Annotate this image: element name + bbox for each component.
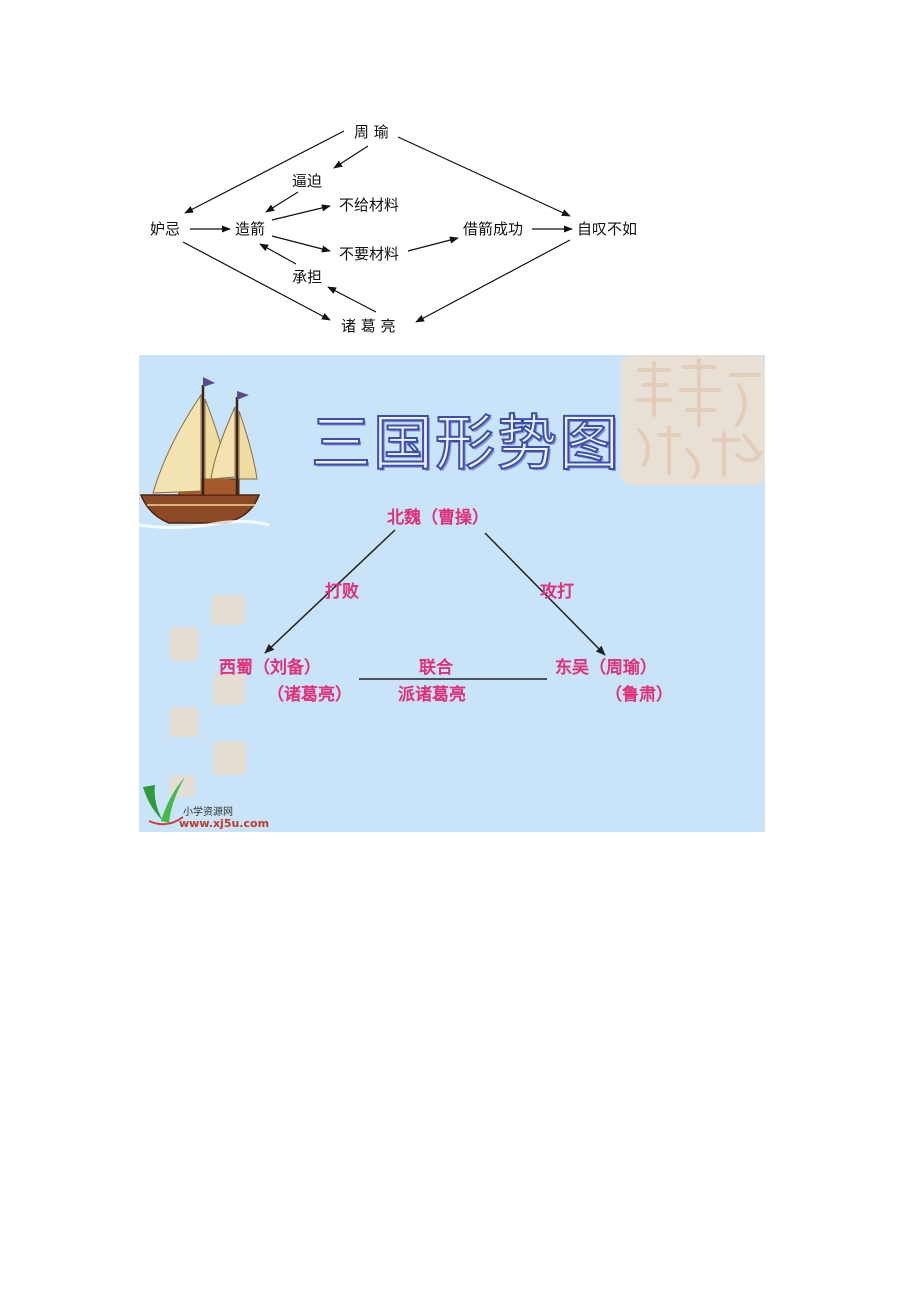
node-cheng-dan: 承担 <box>292 268 322 286</box>
three-kingdoms-slide: 三国形势图 北魏（曹操） 打败 攻打 西蜀（刘备） （诸葛亮） 联合 派诸葛亮 … <box>139 355 765 832</box>
site-name: 小学资源网 <box>183 807 233 818</box>
site-logo-icon <box>143 777 185 826</box>
node-bu-yao-cai-liao: 不要材料 <box>339 245 399 263</box>
slide-artwork <box>139 355 765 826</box>
arrow-beiwei-to-xishu <box>264 529 396 654</box>
slide-title: 三国形势图 <box>310 408 621 480</box>
arrow-zaojian-to-buyao <box>271 235 331 253</box>
arrow-zhouyu-to-bipo <box>333 145 369 169</box>
seal-stamp-decoration <box>621 355 765 485</box>
label-xi-shu-sub: （诸葛亮） <box>267 685 352 705</box>
node-bu-gei-cai-liao: 不给材料 <box>339 196 399 214</box>
arrow-zhouyu-to-zitan <box>397 136 571 217</box>
arrow-chengdan-to-zaojian <box>259 243 297 265</box>
node-du-ji: 妒忌 <box>150 220 180 238</box>
label-gong-da: 攻打 <box>540 582 574 602</box>
node-zhu-ge-liang: 诸 葛 亮 <box>341 317 396 335</box>
label-pai-zhu-ge-liang: 派诸葛亮 <box>398 685 466 705</box>
node-zhou-yu: 周 瑜 <box>354 123 389 141</box>
node-jie-jian-cheng-gong: 借箭成功 <box>463 220 523 238</box>
node-bi-po: 逼迫 <box>292 172 322 190</box>
character-relationship-diagram: 周 瑜 逼迫 不给材料 妒忌 造箭 借箭成功 自叹不如 不要材料 承担 诸 葛 … <box>150 123 637 335</box>
label-lian-he: 联合 <box>419 658 453 678</box>
arrow-zitan-to-zhugeliang <box>415 239 571 323</box>
label-xi-shu: 西蜀（刘备） <box>219 658 321 678</box>
arrow-zaojian-to-bugei <box>271 204 331 221</box>
sailing-ship-icon <box>139 377 270 530</box>
label-bei-wei: 北魏（曹操） <box>387 508 489 528</box>
label-dong-wu: 东吴（周瑜） <box>555 658 657 678</box>
arrow-zhouyu-to-duji <box>184 130 345 214</box>
node-zao-jian: 造箭 <box>235 220 265 238</box>
arrow-zhugeliang-to-chengdan <box>327 286 377 313</box>
arrow-buyao-to-jiejian <box>407 236 459 252</box>
label-da-bai: 打败 <box>325 582 359 602</box>
left-pattern-decoration <box>169 595 247 797</box>
label-dong-wu-sub: （鲁肃） <box>605 685 673 705</box>
node-zi-tan-bu-ru: 自叹不如 <box>577 220 637 238</box>
site-url: www.xj5u.com <box>179 817 270 830</box>
arrow-beiwei-to-dongwu <box>484 532 606 656</box>
arrow-bipo-to-zaojian <box>265 191 299 213</box>
arrow-duji-to-zhugeliang <box>182 241 331 321</box>
